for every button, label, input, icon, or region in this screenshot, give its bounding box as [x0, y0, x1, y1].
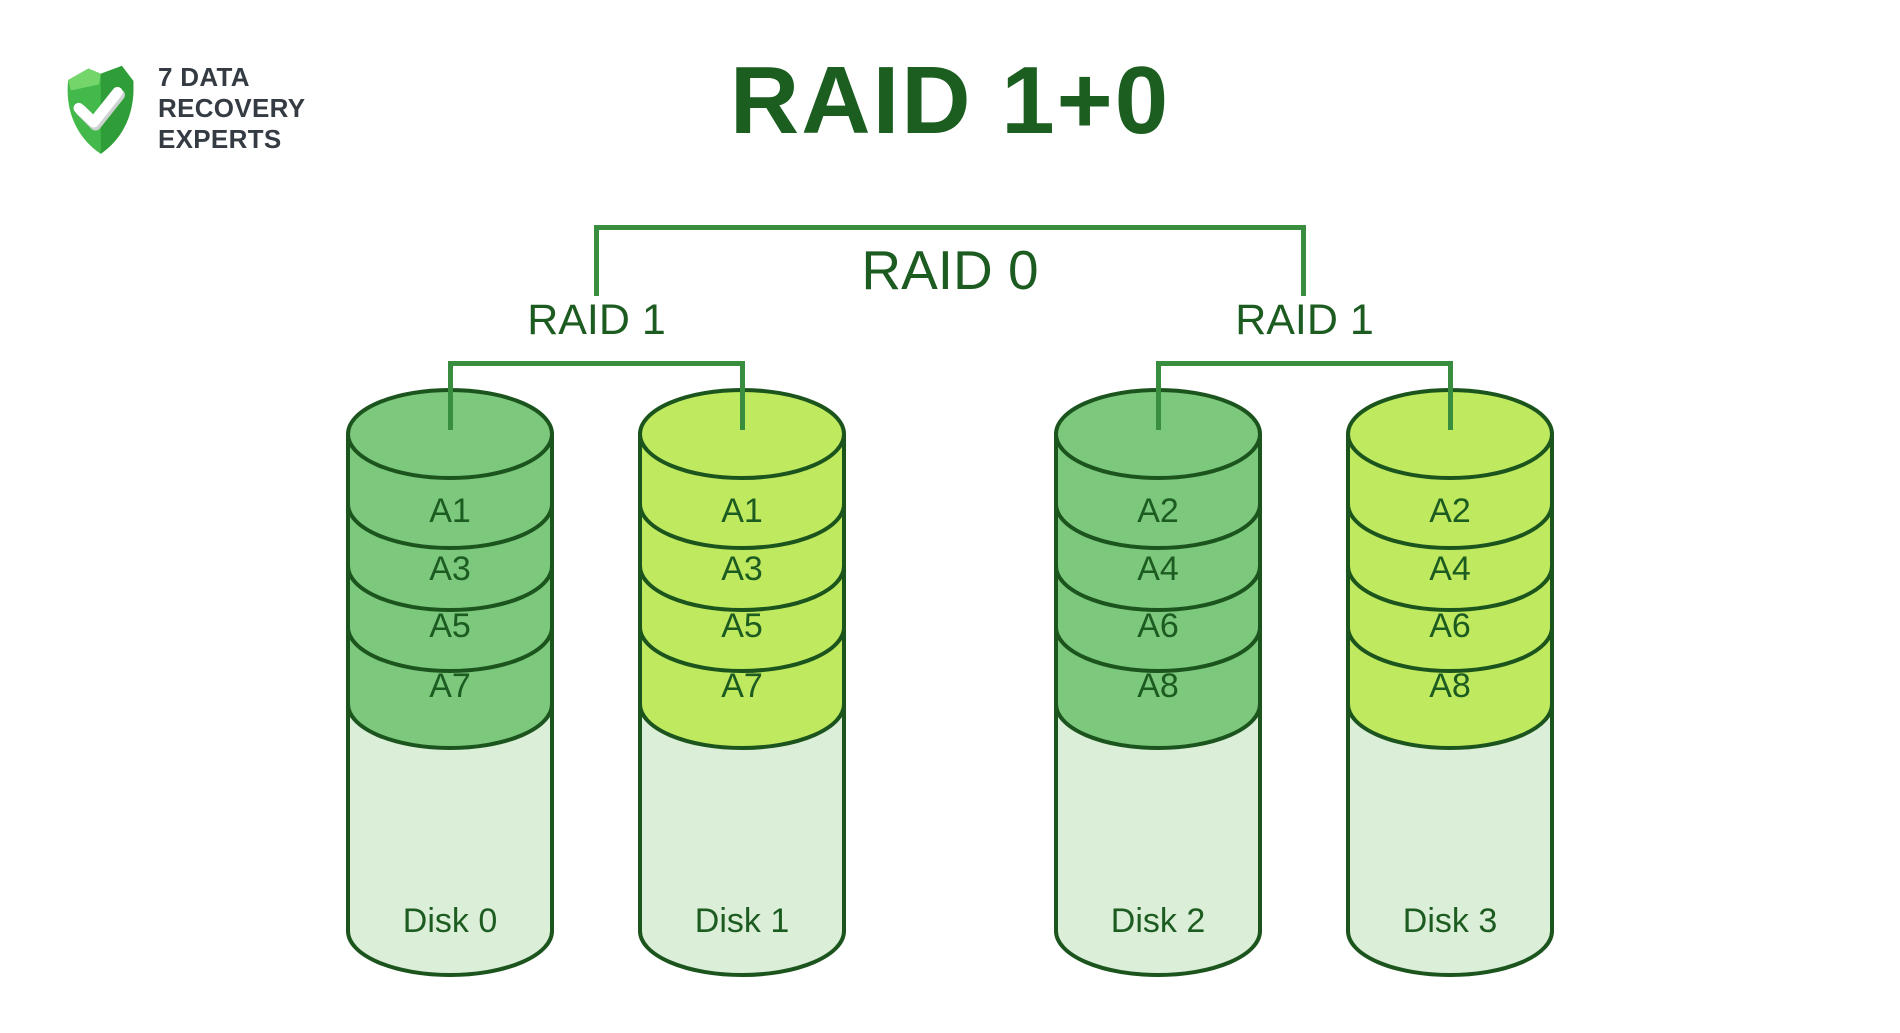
block-label: A6: [1137, 607, 1179, 645]
block-label: A5: [429, 607, 471, 645]
block-label: A6: [1429, 607, 1471, 645]
disk-name-label: Disk 2: [1111, 902, 1205, 940]
shield-check-icon: [67, 65, 134, 154]
raid0-label: RAID 0: [861, 239, 1039, 301]
brand-line: RECOVERY: [158, 93, 306, 123]
brand-line: 7 DATA: [158, 62, 250, 92]
block-label: A8: [1137, 667, 1179, 705]
brand-logo: 7 DATA RECOVERY EXPERTS: [55, 56, 305, 162]
brand-line: EXPERTS: [158, 124, 282, 154]
block-label: A4: [1429, 550, 1471, 588]
disk-cylinder-2: A2 A4 A6 A8 Disk 2: [1054, 388, 1262, 977]
raid1-label-left: RAID 1: [527, 296, 666, 344]
block-label: A4: [1137, 550, 1179, 588]
disk-name-label: Disk 1: [695, 902, 789, 940]
block-label: A7: [429, 667, 471, 705]
block-label: A3: [429, 550, 471, 588]
disk-cylinder-3: A2 A4 A6 A8 Disk 3: [1346, 388, 1554, 977]
raid0-connector-line: [594, 225, 1306, 296]
raid1-connector-right: [1156, 361, 1453, 430]
block-label: A5: [721, 607, 763, 645]
raid1-label-right: RAID 1: [1235, 296, 1374, 344]
block-label: A2: [1137, 492, 1179, 530]
disk-cylinder-1: A1 A3 A5 A7 Disk 1: [638, 388, 846, 977]
block-label: A1: [721, 492, 763, 530]
block-label: A8: [1429, 667, 1471, 705]
block-label: A2: [1429, 492, 1471, 530]
block-label: A1: [429, 492, 471, 530]
disk-name-label: Disk 3: [1403, 902, 1497, 940]
brand-name: 7 DATA RECOVERY EXPERTS: [158, 56, 305, 155]
block-label: A3: [721, 550, 763, 588]
raid1-connector-left: [448, 361, 745, 430]
page-title: RAID 1+0: [729, 47, 1171, 154]
disk-cylinder-0: A1 A3 A5 A7 Disk 0: [346, 388, 554, 977]
block-label: A7: [721, 667, 763, 705]
disk-name-label: Disk 0: [403, 902, 497, 940]
